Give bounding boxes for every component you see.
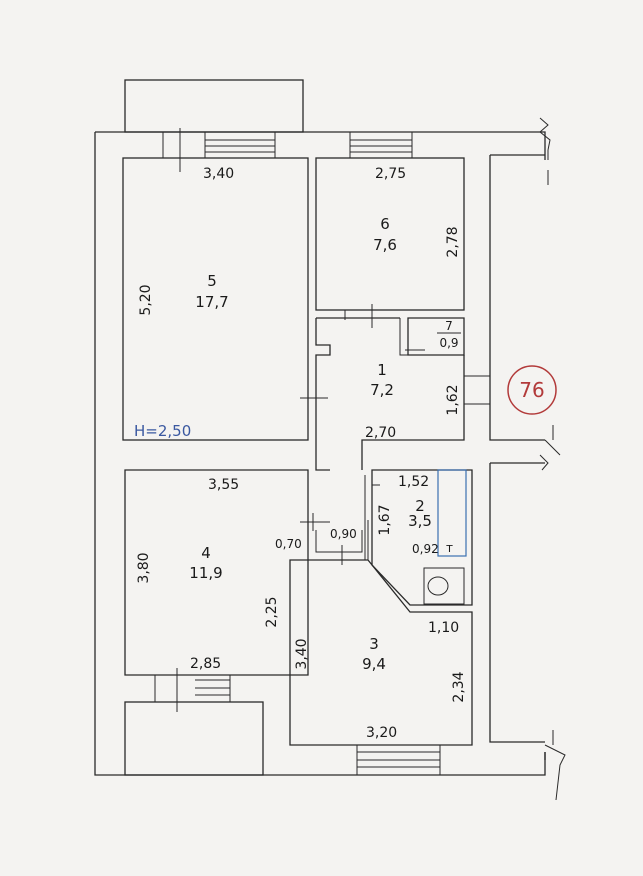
room-5-number: 5 (207, 272, 217, 290)
room-2-width: 1,52 (398, 474, 429, 490)
room-1-width: 2,70 (365, 425, 396, 441)
room-4-number: 4 (201, 544, 211, 562)
outer-walls (94, 79, 566, 801)
room-1-area: 7,2 (370, 381, 394, 399)
room-3-number: 3 (369, 635, 379, 653)
bathtub-tap-mark: т (446, 541, 453, 555)
room-6 (315, 132, 465, 328)
room-2-number: 2 (415, 497, 425, 515)
room-5-depth: 5,20 (138, 284, 154, 315)
room-4 (124, 469, 330, 712)
room-6-number: 6 (380, 215, 390, 233)
opening-width-right: 0,90 (330, 527, 357, 541)
opening-width-left: 0,70 (275, 537, 302, 551)
room-5-width: 3,40 (203, 166, 234, 182)
room-1-depth: 1,62 (445, 384, 461, 415)
room-4-area: 11,9 (189, 564, 222, 582)
room-6-area: 7,6 (373, 236, 397, 254)
room-4-right-depth: 2,25 (264, 596, 280, 627)
room-3-right-depth: 2,34 (451, 671, 467, 702)
room-4-bottom-width: 2,85 (190, 656, 221, 672)
room-6-width: 2,75 (375, 166, 406, 182)
room-6-depth: 2,78 (445, 226, 461, 257)
room-4-top-width: 3,55 (208, 477, 239, 493)
room-3-left-depth: 3,40 (294, 638, 310, 669)
apartment-number: 76 (519, 378, 544, 402)
room-2-extra-dimension: 0,92 (412, 542, 439, 556)
room-2-bathroom (364, 469, 473, 606)
ceiling-height-label: H=2,50 (134, 422, 191, 440)
room-5-area: 17,7 (195, 293, 228, 311)
room-3 (289, 520, 473, 775)
room-5 (122, 128, 328, 441)
apartment-number-badge: 76 (507, 365, 557, 415)
room-2-area: 3,5 (408, 512, 432, 530)
room-2-depth: 1,67 (377, 504, 393, 535)
room-7-number: 7 (445, 319, 453, 333)
room-3-corner-width: 1,10 (428, 620, 459, 636)
room-3-bottom-width: 3,20 (366, 725, 397, 741)
room-1-number: 1 (377, 361, 387, 379)
room-1-hall (315, 317, 490, 471)
room-3-area: 9,4 (362, 655, 386, 673)
room-4-left-depth: 3,80 (136, 552, 152, 583)
room-7-area: 0,9 (439, 336, 458, 350)
